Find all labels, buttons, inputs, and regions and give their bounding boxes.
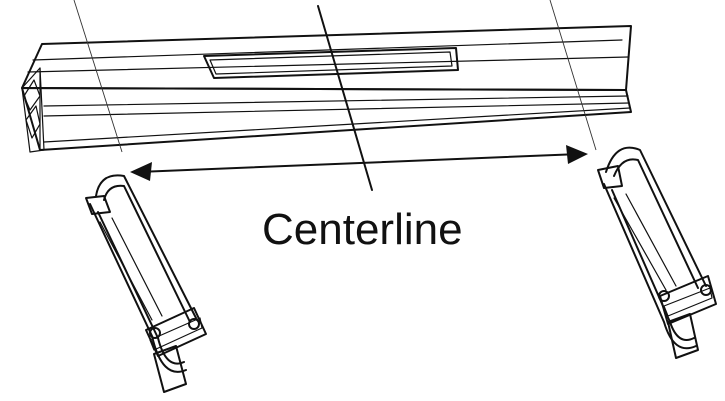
u-bolt-bracket-right-icon (597, 146, 717, 359)
crossbar-tube (21, 25, 632, 153)
centerline-label: Centerline (262, 205, 463, 254)
right-guide-line (549, 0, 597, 151)
double-headed-arrow-icon (130, 145, 588, 181)
centerline-mark (317, 5, 373, 191)
u-bolt-bracket-left-icon (85, 174, 207, 393)
left-guide-line (73, 0, 123, 153)
